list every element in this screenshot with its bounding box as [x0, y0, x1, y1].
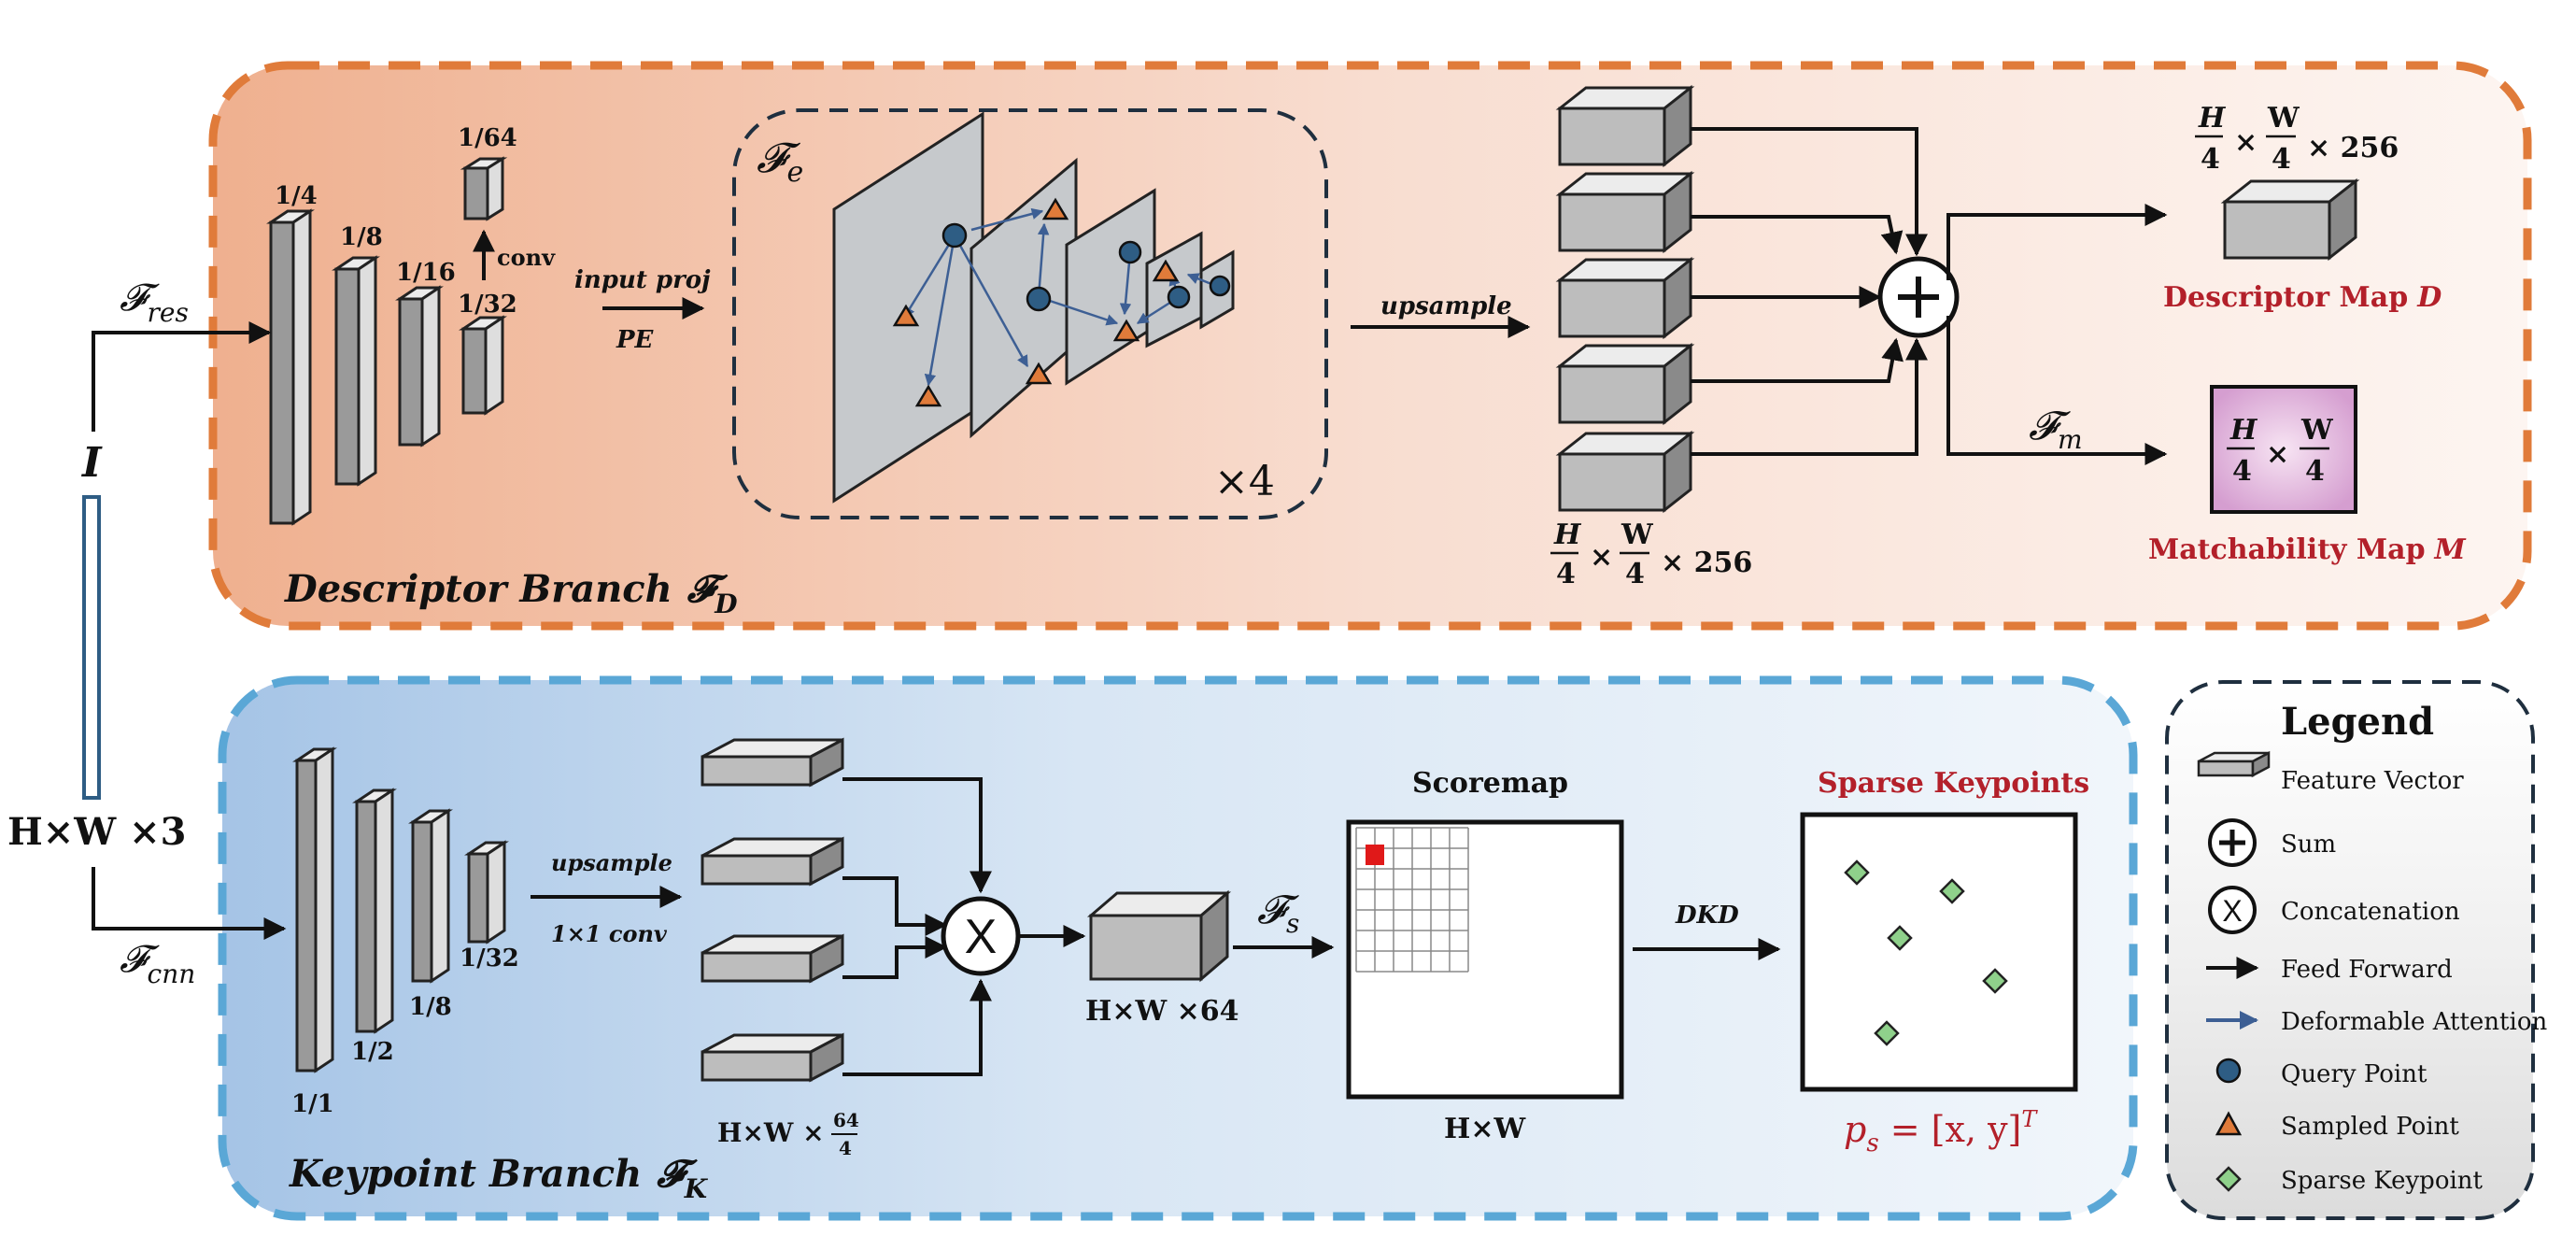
- svg-text:× 256: × 256: [1661, 547, 1752, 579]
- svg-text:4: 4: [1625, 558, 1645, 590]
- svg-text:×: ×: [1590, 541, 1613, 574]
- svg-text:4: 4: [2201, 143, 2220, 176]
- legend-sparse-keypoint-icon: [2215, 1166, 2242, 1192]
- descriptor-backbone: [266, 156, 508, 526]
- kp-scale-1-1: 1/1: [291, 1090, 334, 1118]
- svg-text:4: 4: [2305, 455, 2325, 488]
- scoremap-title: Scoremap: [1412, 767, 1568, 800]
- desc-scale-1-64: 1/64: [458, 124, 517, 152]
- svg-text:W: W: [2300, 414, 2334, 447]
- legend-item-sampled-point: Sampled Point: [2281, 1113, 2459, 1141]
- deformable-encoder-box: [732, 108, 1328, 519]
- conv-label: conv: [497, 244, 556, 271]
- svg-text:×: ×: [2266, 438, 2289, 471]
- kp-concat-den: 4: [839, 1137, 852, 1159]
- desc-feature-dims: H 4 × W 4 × 256: [1550, 518, 1752, 590]
- desc-upsample-label: upsample: [1380, 292, 1512, 320]
- legend-item-feature-vector: Feature Vector: [2281, 767, 2464, 795]
- input-bar: [82, 495, 101, 800]
- legend-item-deformable-attention: Deformable Attention: [2281, 1008, 2547, 1036]
- legend-item-sparse-keypoint: Sparse Keypoint: [2281, 1167, 2484, 1195]
- legend-title: Legend: [2281, 700, 2434, 744]
- encoder-repeat: ×4: [1214, 458, 1275, 505]
- input-to-descriptor-arrow: [92, 321, 272, 432]
- desc-scale-1-8: 1/8: [340, 223, 383, 251]
- legend-item-query-point: Query Point: [2281, 1060, 2427, 1088]
- svg-text:H: H: [2229, 414, 2258, 447]
- legend-sampled-point-icon: [2215, 1111, 2243, 1136]
- f-res-label: 𝓕res: [120, 277, 189, 328]
- scoremap-size: H×W: [1444, 1113, 1526, 1145]
- legend-concat-x: X: [2222, 894, 2242, 928]
- pe-label: PE: [616, 326, 655, 354]
- kp-fused-feature-vector: [1086, 889, 1232, 983]
- descriptor-map-dims: H 4 × W 4 × 256: [2195, 102, 2399, 176]
- descriptor-branch-panel: [208, 61, 2532, 631]
- input-size: H×W ×3: [7, 810, 187, 854]
- concat-x-glyph: X: [965, 910, 998, 964]
- ps-formula: ps = [x, y]T: [1844, 1106, 2038, 1158]
- legend-panel: [2165, 680, 2535, 1220]
- descriptor-map-vector: [2223, 179, 2357, 260]
- svg-text:H: H: [1553, 518, 1582, 551]
- to-matchability-arrow: [1946, 316, 2168, 465]
- svg-text:W: W: [2267, 102, 2300, 135]
- svg-text:4: 4: [2232, 455, 2252, 488]
- f-cnn-label: 𝓕cnn: [120, 938, 195, 989]
- kp-concat-num: 64: [833, 1109, 859, 1131]
- legend-item-concatenation: Concatenation: [2281, 898, 2460, 926]
- legend-feature-vector-icon: [2197, 750, 2271, 778]
- sparse-keypoint-markers: [1844, 859, 2008, 1046]
- kp-fused-dims: H×W ×64: [1085, 995, 1239, 1028]
- svg-text:×: ×: [2234, 126, 2258, 159]
- matchability-map-dims: H 4 × W 4: [2227, 414, 2334, 488]
- sparse-keypoints-box: [1800, 812, 2078, 1092]
- legend-concat-icon: [2208, 886, 2257, 934]
- input-symbol: I: [80, 439, 103, 487]
- keypoint-backbone: [292, 746, 509, 1073]
- sparse-keypoints-title: Sparse Keypoints: [1818, 767, 2089, 800]
- to-descriptor-arrow: [1946, 204, 2168, 280]
- kp-upsample-label: upsample: [551, 849, 672, 876]
- svg-text:4: 4: [1556, 558, 1576, 590]
- input-proj-label: input proj: [574, 266, 711, 294]
- desc-scale-1-32: 1/32: [458, 291, 517, 319]
- scoremap-highlight-cell: [1366, 845, 1384, 865]
- desc-feed-forward-lines: [1691, 127, 1928, 456]
- scoremap-box: [1346, 819, 1624, 1100]
- desc-scale-1-4: 1/4: [275, 182, 318, 210]
- svg-text:W: W: [1621, 518, 1654, 551]
- dkd-label: DKD: [1675, 902, 1739, 930]
- svg-text:H: H: [2198, 102, 2227, 135]
- legend-item-feed-forward: Feed Forward: [2281, 956, 2453, 984]
- query-points: [941, 222, 1231, 312]
- kp-scale-1-8: 1/8: [409, 993, 452, 1021]
- sampled-points: [892, 197, 1180, 407]
- input-to-keypoint-arrow: [92, 867, 287, 940]
- desc-scale-1-16: 1/16: [396, 259, 456, 287]
- legend-item-sum: Sum: [2281, 831, 2336, 859]
- desc-feature-vectors: [1558, 86, 1692, 512]
- kp-feed-forward-lines: [842, 777, 992, 1076]
- kp-scale-1-32: 1/32: [460, 945, 519, 973]
- kp-concat-dims: H×W ×: [717, 1117, 825, 1148]
- kp-conv-label: 1×1 conv: [551, 920, 668, 947]
- svg-text:4: 4: [2272, 143, 2291, 176]
- kp-scale-1-2: 1/2: [351, 1038, 394, 1066]
- svg-text:× 256: × 256: [2307, 132, 2399, 164]
- legend-query-point-icon: [2215, 1058, 2242, 1084]
